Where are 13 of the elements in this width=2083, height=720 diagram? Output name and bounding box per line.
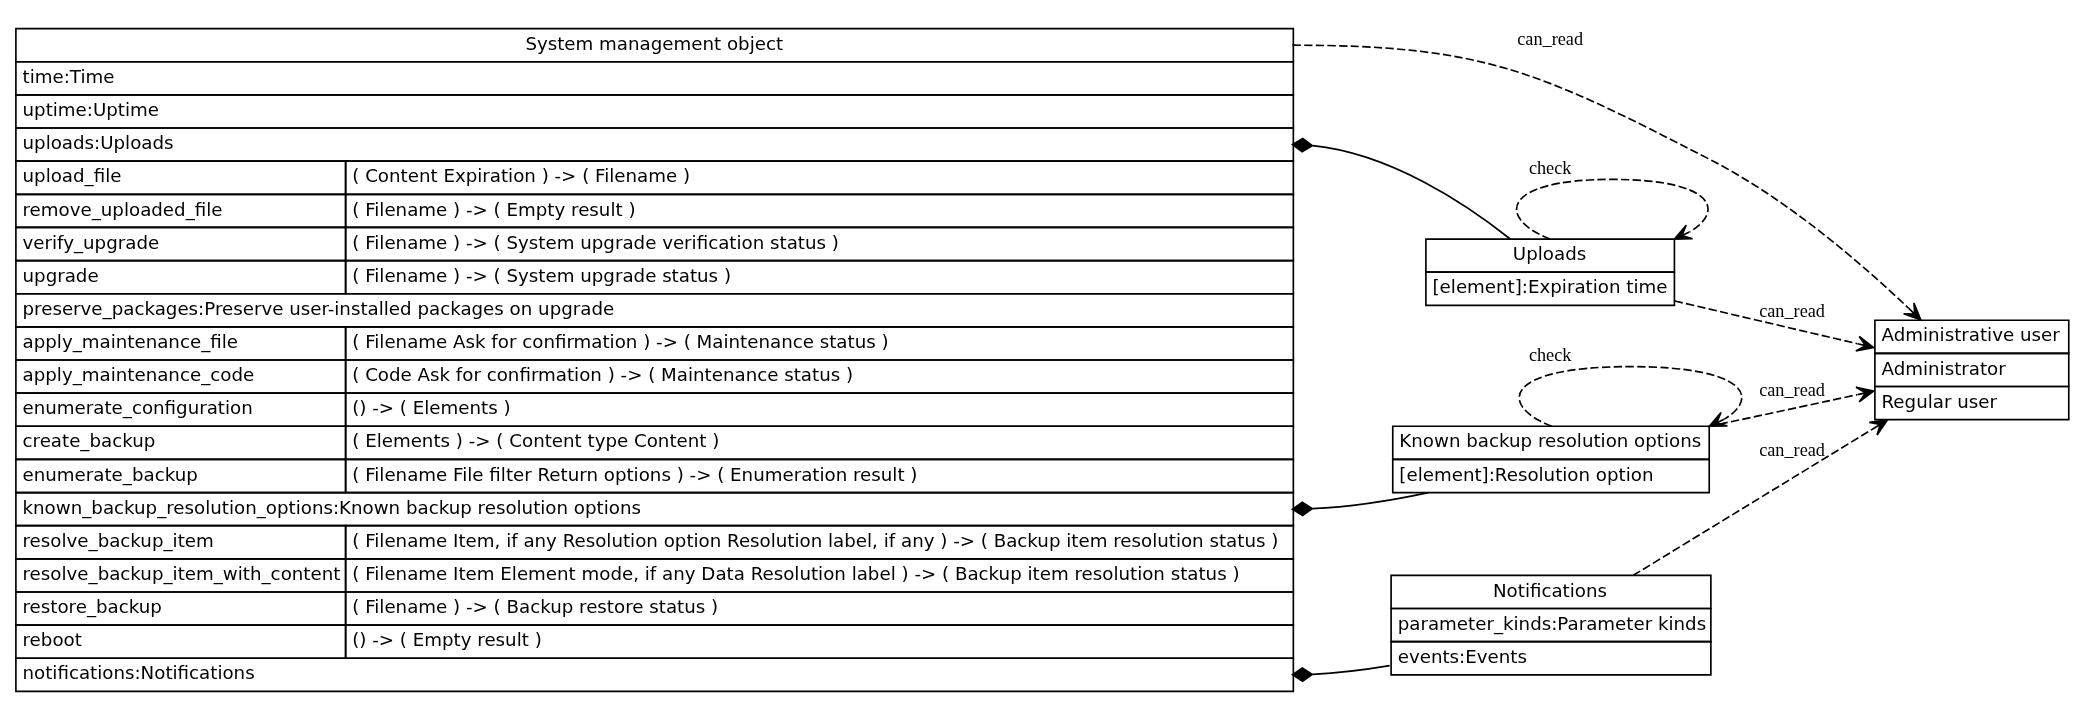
edge-label: can_read [1517,28,1584,49]
connector [1291,491,1430,517]
edge-label: can_read [1759,300,1825,321]
connector [1291,664,1391,683]
edge-label: can_read [1759,380,1825,401]
edge-label: check [1528,345,1572,366]
edge-label: can_read [1759,439,1825,460]
connector [1291,137,1512,240]
edge-label: check [1528,158,1572,179]
arrow [1291,44,1922,321]
arrow [1674,300,1875,352]
arrow [1632,419,1889,577]
arrow [1515,178,1709,240]
